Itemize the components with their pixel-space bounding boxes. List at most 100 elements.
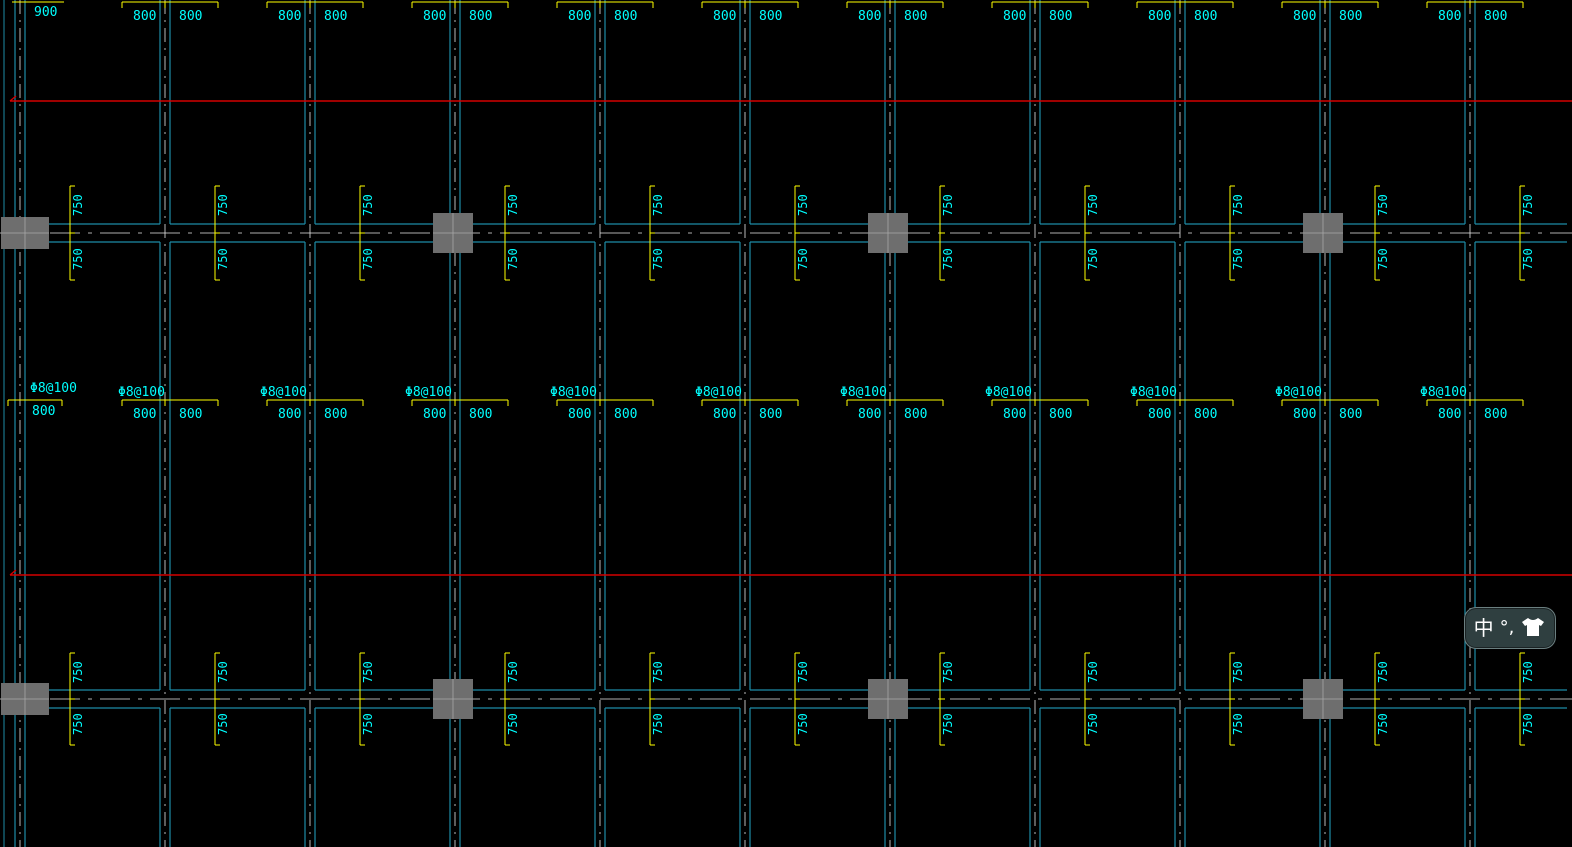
dimension-label-750: 750 — [71, 194, 85, 216]
dimension-label-750: 750 — [1521, 194, 1535, 216]
rebar-label: Φ8@100 — [1130, 385, 1177, 400]
dimension-label-750: 750 — [1231, 713, 1245, 735]
dimension-label-800: 800 — [1293, 407, 1316, 422]
dimension-label-800: 800 — [904, 9, 927, 24]
rebar-label: Φ8@100 — [118, 385, 165, 400]
dimension-label-800: 800 — [1148, 9, 1171, 24]
dimension-label-750: 750 — [1521, 713, 1535, 735]
dimension-label-800: 800 — [1484, 407, 1507, 422]
dimension-label-750: 750 — [71, 661, 85, 683]
dimension-label-750: 750 — [216, 661, 230, 683]
dimension-label-900: 900 — [34, 5, 57, 20]
dimension-label-800: 800 — [858, 407, 881, 422]
dimension-label-750: 750 — [506, 713, 520, 735]
dimension-label-750: 750 — [216, 194, 230, 216]
dimension-label-750: 750 — [506, 248, 520, 270]
dimension-label-750: 750 — [1376, 194, 1390, 216]
dimension-label-750: 750 — [361, 713, 375, 735]
dimension-label-800: 800 — [423, 407, 446, 422]
shirt-icon[interactable] — [1520, 616, 1546, 641]
dimension-label-750: 750 — [71, 248, 85, 270]
dimension-label-750: 750 — [1086, 248, 1100, 270]
dimension-label-800: 800 — [1049, 407, 1072, 422]
dimension-label-750: 750 — [361, 248, 375, 270]
rebar-label: Φ8@100 — [985, 385, 1032, 400]
dimension-label-750: 750 — [651, 194, 665, 216]
dimension-label-800: 800 — [1194, 407, 1217, 422]
rebar-label: Φ8@100 — [695, 385, 742, 400]
dimension-label-750: 750 — [1376, 248, 1390, 270]
dimension-label-750: 750 — [796, 248, 810, 270]
dimension-label-800: 800 — [1148, 407, 1171, 422]
dimension-label-750: 750 — [506, 194, 520, 216]
rebar-label: Φ8@100 — [840, 385, 887, 400]
dimension-label-750: 750 — [796, 713, 810, 735]
dimension-label-750: 750 — [1376, 713, 1390, 735]
section-line — [9, 95, 17, 102]
dimension-label-750: 750 — [796, 661, 810, 683]
dimension-label-750: 750 — [651, 248, 665, 270]
dimension-label-800: 800 — [324, 9, 347, 24]
dimension-label-800: 800 — [713, 9, 736, 24]
ime-punctuation-toggle[interactable]: °, — [1499, 617, 1515, 638]
dimension-label-750: 750 — [1521, 661, 1535, 683]
dimension-label-750: 750 — [941, 661, 955, 683]
dimension-label-800: 800 — [278, 9, 301, 24]
dimension-label-800: 800 — [1438, 9, 1461, 24]
dimension-label-800: 800 — [614, 9, 637, 24]
dimension-label-800: 800 — [904, 407, 927, 422]
dimension-label-750: 750 — [71, 713, 85, 735]
ime-mode-toggle[interactable]: 中 — [1473, 616, 1494, 640]
rebar-label: Φ8@100 — [1275, 385, 1322, 400]
dimension-label-800: 800 — [568, 407, 591, 422]
dimension-label-750: 750 — [651, 713, 665, 735]
dimension-label-800: 800 — [1003, 9, 1026, 24]
ime-toolbar[interactable]: 中 °, — [1464, 607, 1556, 649]
dimension-label-800: 800 — [1049, 9, 1072, 24]
dimension-label-800: 800 — [278, 407, 301, 422]
dimension-label-800: 800 — [1003, 407, 1026, 422]
dimension-label-750: 750 — [651, 661, 665, 683]
dimension-label-800: 800 — [713, 407, 736, 422]
dimension-label-800: 800 — [858, 9, 881, 24]
dimension-label-800: 800 — [1339, 407, 1362, 422]
dimension-label-750: 750 — [796, 194, 810, 216]
dimension-label-750: 750 — [1231, 194, 1245, 216]
dimension-label-800: 800 — [1293, 9, 1316, 24]
dimension-label-800: 800 — [1194, 9, 1217, 24]
dimension-label-800: 800 — [324, 407, 347, 422]
dimension-label-800: 800 — [133, 9, 156, 24]
dimension-label-800: 800 — [469, 407, 492, 422]
dimension-label-800: 800 — [759, 407, 782, 422]
dimension-label-750: 750 — [1231, 661, 1245, 683]
dimension-label-750: 750 — [361, 194, 375, 216]
dimension-label-800: 800 — [568, 9, 591, 24]
dimension-label-800: 800 — [423, 9, 446, 24]
dimension-label-800: 800 — [1484, 9, 1507, 24]
dimension-label-750: 750 — [1521, 248, 1535, 270]
dimension-label-750: 750 — [941, 194, 955, 216]
dimension-label-750: 750 — [361, 661, 375, 683]
dimension-label-750: 750 — [1376, 661, 1390, 683]
dimension-label-750: 750 — [1086, 194, 1100, 216]
dimension-label-800: 800 — [179, 9, 202, 24]
rebar-label: Φ8@100 — [30, 381, 77, 396]
dimension-label-800: 800 — [1438, 407, 1461, 422]
dimension-label-750: 750 — [1086, 713, 1100, 735]
dimension-label-750: 750 — [216, 248, 230, 270]
dimension-label-800: 800 — [614, 407, 637, 422]
rebar-label: Φ8@100 — [550, 385, 597, 400]
rebar-label: Φ8@100 — [260, 385, 307, 400]
dimension-label-750: 750 — [506, 661, 520, 683]
dimension-label-800: 800 — [759, 9, 782, 24]
dimension-label-750: 750 — [1231, 248, 1245, 270]
rebar-label: Φ8@100 — [1420, 385, 1467, 400]
section-line — [9, 569, 17, 576]
dimension-label-800: 800 — [32, 404, 55, 419]
dimension-label-800: 800 — [179, 407, 202, 422]
dimension-label-750: 750 — [216, 713, 230, 735]
dimension-label-800: 800 — [469, 9, 492, 24]
dimension-label-750: 750 — [941, 713, 955, 735]
dimension-label-750: 750 — [941, 248, 955, 270]
